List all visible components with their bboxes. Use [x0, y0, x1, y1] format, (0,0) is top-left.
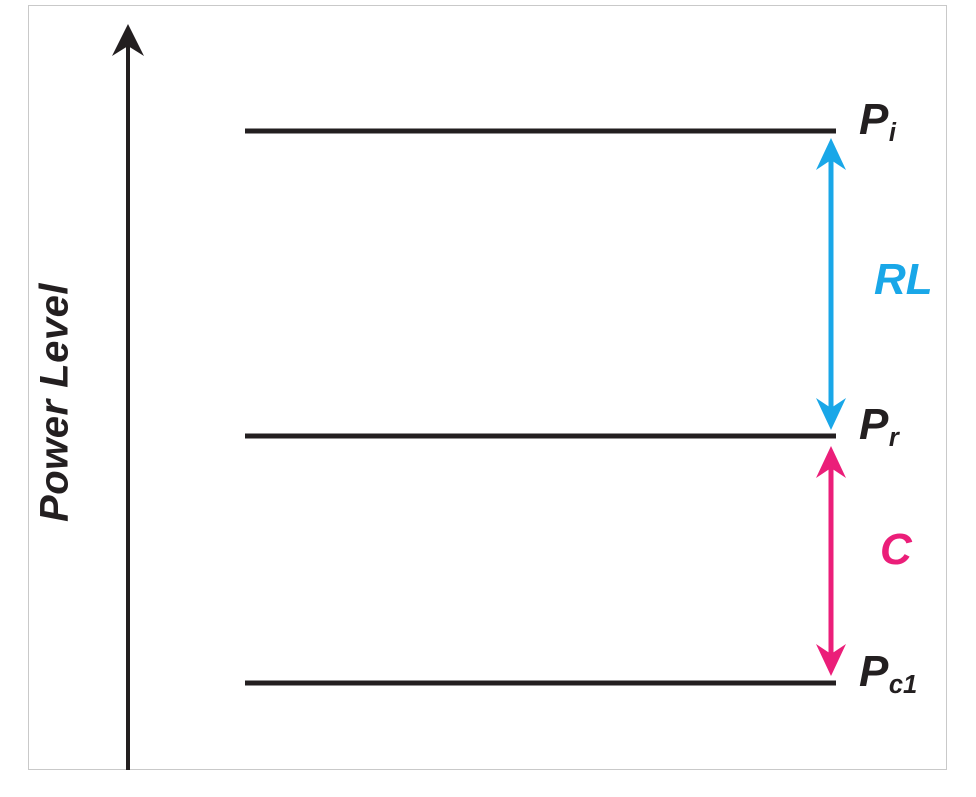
level-label-pr-sub: r — [888, 424, 899, 453]
y-axis-label: Power Level — [32, 283, 77, 522]
level-label-pr: Pr — [859, 400, 899, 451]
measure-label-c: C — [880, 525, 912, 574]
level-label-pc1-sub: c1 — [888, 671, 918, 700]
level-label-pi-sub: i — [888, 119, 896, 148]
level-label-pc1-base: P — [859, 647, 889, 696]
level-label-pi: Pi — [859, 95, 896, 146]
measure-label-rl: RL — [874, 255, 933, 304]
level-label-pr-base: P — [859, 400, 889, 449]
figure-frame — [28, 5, 947, 770]
level-label-pc1: Pc1 — [859, 647, 917, 698]
level-label-pi-base: P — [859, 95, 889, 144]
